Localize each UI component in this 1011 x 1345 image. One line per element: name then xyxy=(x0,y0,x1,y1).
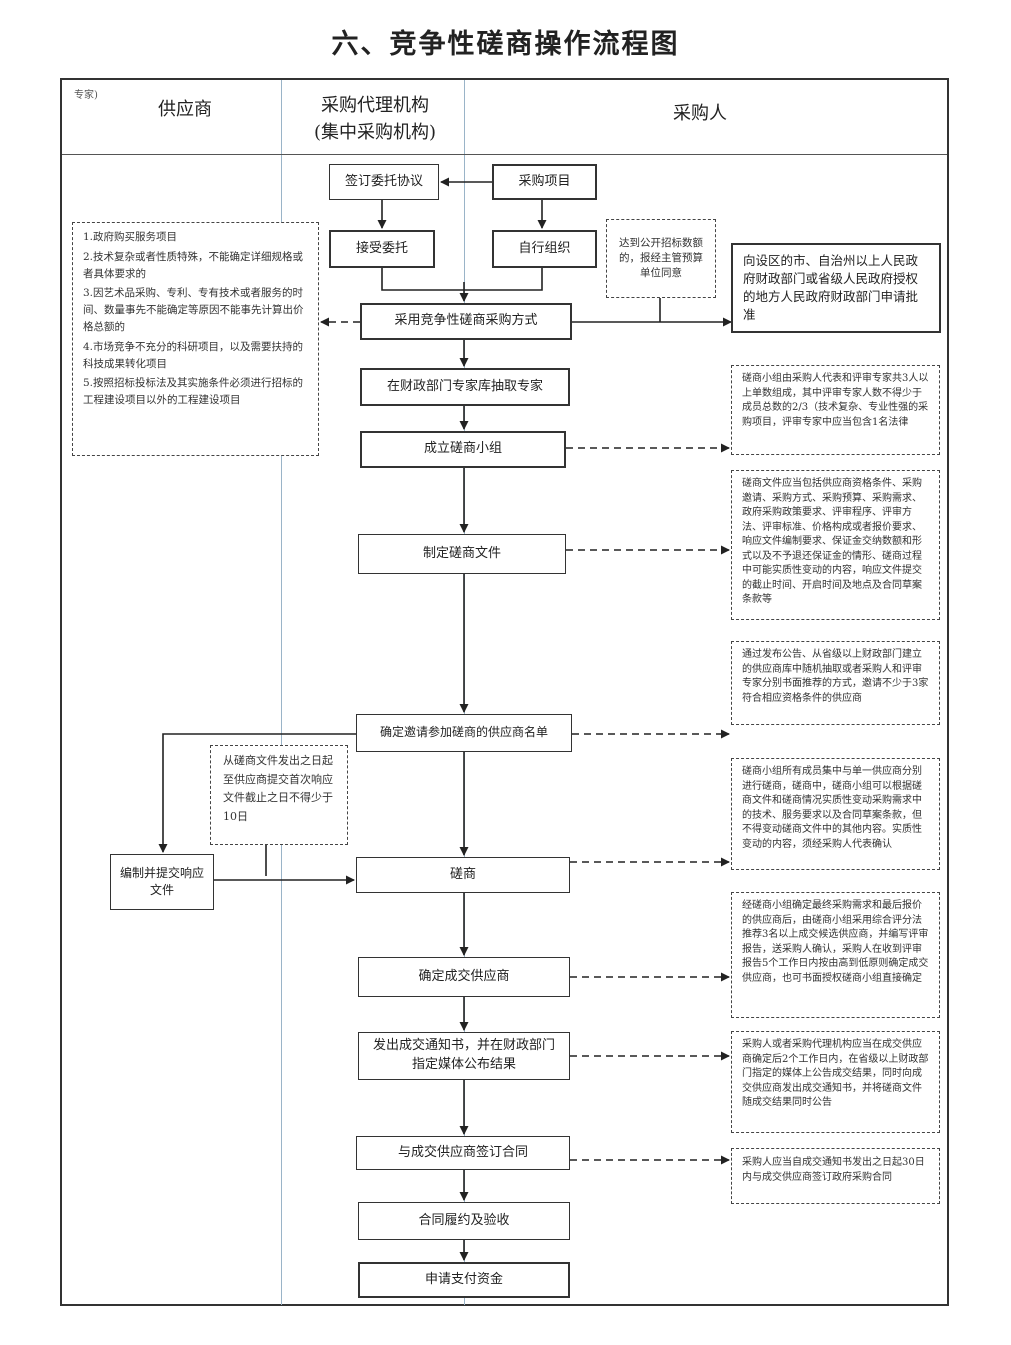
note-applicable-item: 3.因艺术品采购、专利、专有技术或者服务的时间、数量事先不能确定等原因不能事先计… xyxy=(83,287,304,333)
step-compile-submit: 编制并提交响应文件 xyxy=(110,854,214,910)
note-publish-rules: 采购人或者采购代理机构应当在成交供应商确定后2个工作日内，在省级以上财政部门指定… xyxy=(731,1031,940,1133)
step-purchase-project: 采购项目 xyxy=(492,164,597,200)
lane-header-supplier: 供应商 xyxy=(158,99,212,120)
step-determine-list: 确定邀请参加磋商的供应商名单 xyxy=(356,714,572,752)
step-acceptance: 合同履约及验收 xyxy=(358,1202,570,1240)
step-self-organize: 自行组织 xyxy=(492,230,597,268)
step-determine-winner: 确定成交供应商 xyxy=(358,957,570,997)
note-doc-contents: 磋商文件应当包括供应商资格条件、采购邀请、采购方式、采购预算、采购需求、政府采购… xyxy=(731,470,940,620)
step-sign-contract: 与成交供应商签订合同 xyxy=(356,1136,570,1170)
step-apply-payment: 申请支付资金 xyxy=(358,1262,570,1298)
note-threshold: 达到公开招标数额的，报经主管预算单位同意 xyxy=(606,219,716,298)
note-applicable-item: 2.技术复杂或者性质特殊，不能确定详细规格或者具体要求的 xyxy=(83,250,304,280)
note-approval: 向设区的市、自治州以上人民政府财政部门或省级人民政府授权的地方人民政府财政部门申… xyxy=(731,243,941,333)
note-applicable-item: 4.市场竞争不充分的科研项目，以及需要扶持的科技成果转化项目 xyxy=(83,340,304,370)
step-form-group: 成立磋商小组 xyxy=(360,431,566,468)
step-sign-agreement: 签订委托协议 xyxy=(329,164,439,200)
note-applicable-item: 1.政府购买服务项目 xyxy=(83,231,178,243)
flowchart-frame xyxy=(60,78,949,1306)
lane-divider-left xyxy=(281,80,282,1305)
step-adopt-method: 采用竞争性磋商采购方式 xyxy=(360,303,572,340)
step-draw-experts: 在财政部门专家库抽取专家 xyxy=(360,368,570,406)
step-issue-notice: 发出成交通知书，并在财政部门指定媒体公布结果 xyxy=(358,1032,570,1080)
step-prepare-docs: 制定磋商文件 xyxy=(358,534,566,574)
note-contract-rules: 采购人应当自成交通知书发出之日起30日内与成交供应商签订政府采购合同 xyxy=(731,1148,940,1204)
corner-note: 专家) xyxy=(74,90,98,101)
note-negotiation-rules: 磋商小组所有成员集中与单一供应商分别进行磋商，磋商中，磋商小组可以根据磋商文件和… xyxy=(731,758,940,870)
lane-header-agency: 采购代理机构 (集中采购机构) xyxy=(290,92,460,146)
lane-header-agency-line2: (集中采购机构) xyxy=(313,122,437,143)
note-applicable-projects: 1.政府购买服务项目 2.技术复杂或者性质特殊，不能确定详细规格或者具体要求的 … xyxy=(72,222,319,456)
step-negotiate: 磋商 xyxy=(356,857,570,893)
note-applicable-item: 5.按照招标投标法及其实施条件必须进行招标的工程建设项目以外的工程建设项目 xyxy=(83,377,304,407)
page-title: 六、竞争性磋商操作流程图 xyxy=(331,29,680,60)
note-invite-methods: 通过发布公告、从省级以上财政部门建立的供应商库中随机抽取或者采购人和评审专家分别… xyxy=(731,641,940,725)
header-divider xyxy=(62,154,947,155)
lane-header-purchaser: 采购人 xyxy=(673,103,727,124)
lane-header-agency-line1: 采购代理机构 xyxy=(321,95,429,116)
step-accept-entrust: 接受委托 xyxy=(329,230,435,268)
note-group-composition: 磋商小组由采购人代表和评审专家共3人以上单数组成，其中评审专家人数不得少于成员总… xyxy=(731,365,940,455)
note-min-days: 从磋商文件发出之日起至供应商提交首次响应文件截止之日不得少于10日 xyxy=(210,745,348,845)
note-winner-rules: 经磋商小组确定最终采购需求和最后报价的供应商后，由磋商小组采用综合评分法推荐3名… xyxy=(731,892,940,1018)
